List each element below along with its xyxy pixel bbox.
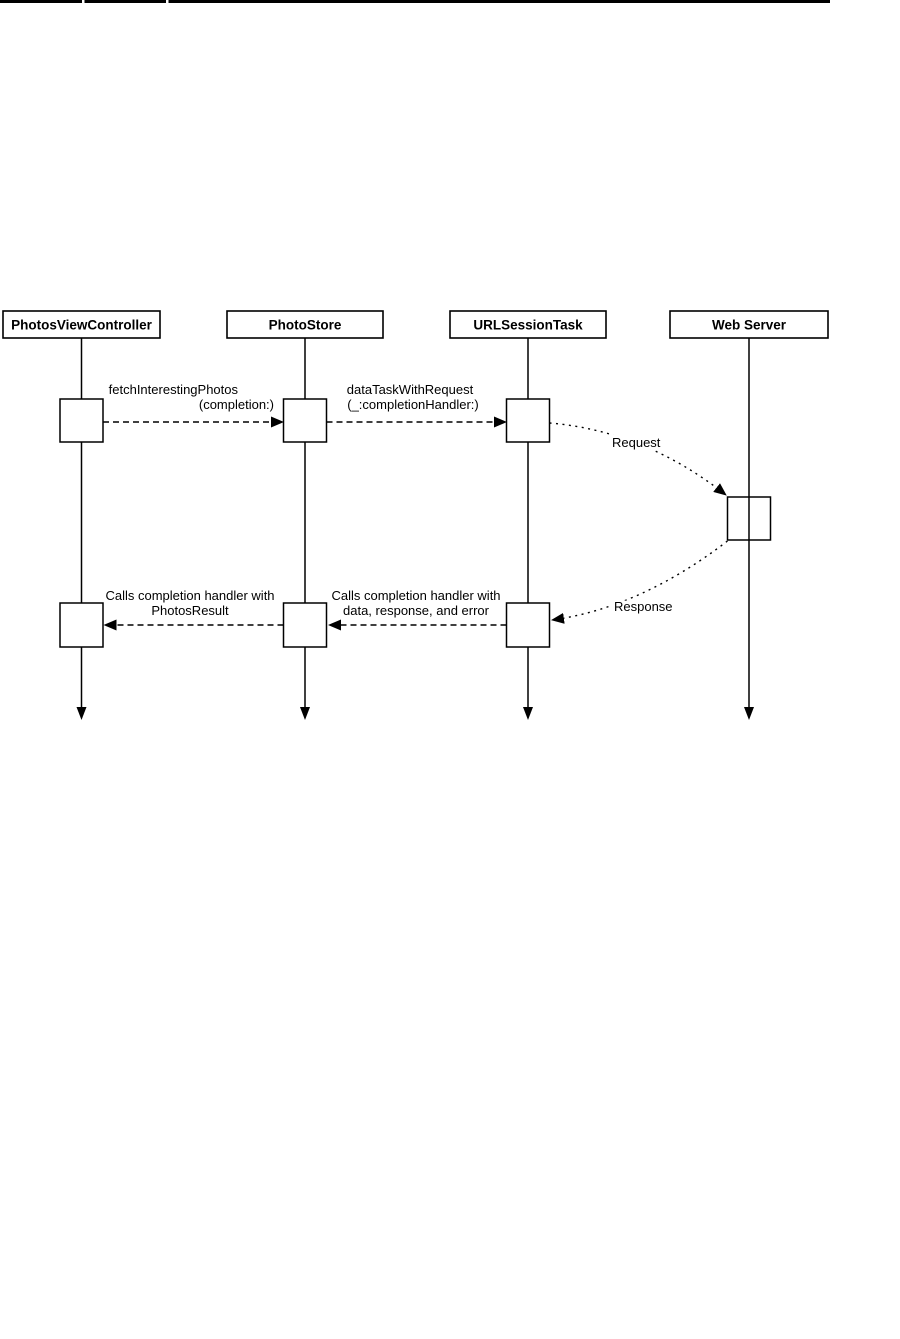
activation-photosviewcontroller-2 [59, 602, 104, 648]
message-arrows [103, 416, 728, 631]
message-label-calls-completion-data-line1: Calls completion handler with [331, 588, 500, 603]
actor-label-photostore: PhotoStore [269, 318, 342, 333]
message-label-calls-completion-photosresult-line2: PhotosResult [151, 603, 229, 618]
message-label-datataskwithrequest-line2: (_:completionHandler:) [347, 397, 479, 412]
down-arrow-icon [300, 707, 310, 720]
activation-boxes [59, 398, 772, 648]
activation-urlsessiontask-1 [505, 398, 551, 443]
page-header-rule [0, 0, 830, 3]
message-label-datataskwithrequest-line1: dataTaskWithRequest [347, 382, 474, 397]
lifeline-end-arrows [76, 707, 754, 720]
actor-box-photosviewcontroller [2, 310, 161, 339]
down-arrow-icon [523, 707, 533, 720]
message-label-fetchinterestingphotos-line1: fetchInterestingPhotos [109, 382, 239, 397]
actor-label-webserver: Web Server [712, 318, 787, 333]
activation-photostore-1 [282, 398, 328, 443]
message-label-calls-completion-data-line2: data, response, and error [343, 603, 490, 618]
message-arrow-response [551, 540, 728, 624]
activation-photostore-2 [282, 602, 328, 648]
message-arrow-request [549, 422, 727, 496]
message-label-request: Request [612, 435, 661, 450]
message-labels: fetchInterestingPhotos (completion:) dat… [105, 382, 676, 618]
actor-box-urlsessiontask [449, 310, 607, 339]
actor-label-urlsessiontask: URLSessionTask [473, 318, 583, 333]
down-arrow-icon [76, 707, 87, 720]
activation-webserver [726, 496, 772, 541]
activation-urlsessiontask-2 [505, 602, 551, 648]
message-label-fetchinterestingphotos-line2: (completion:) [199, 397, 274, 412]
header-rule-segment [84, 0, 166, 3]
header-rule-segment [168, 0, 830, 3]
actor-label-photosviewcontroller: PhotosViewController [11, 318, 153, 333]
message-label-response: Response [614, 599, 673, 614]
header-rule-segment [0, 0, 82, 3]
activation-photosviewcontroller-1 [59, 398, 104, 443]
message-label-calls-completion-photosresult-line1: Calls completion handler with [105, 588, 274, 603]
actor-headers: PhotosViewController PhotoStore URLSessi… [2, 310, 829, 339]
actor-box-photostore [226, 310, 384, 339]
down-arrow-icon [744, 707, 754, 720]
actor-box-webserver [669, 310, 829, 339]
